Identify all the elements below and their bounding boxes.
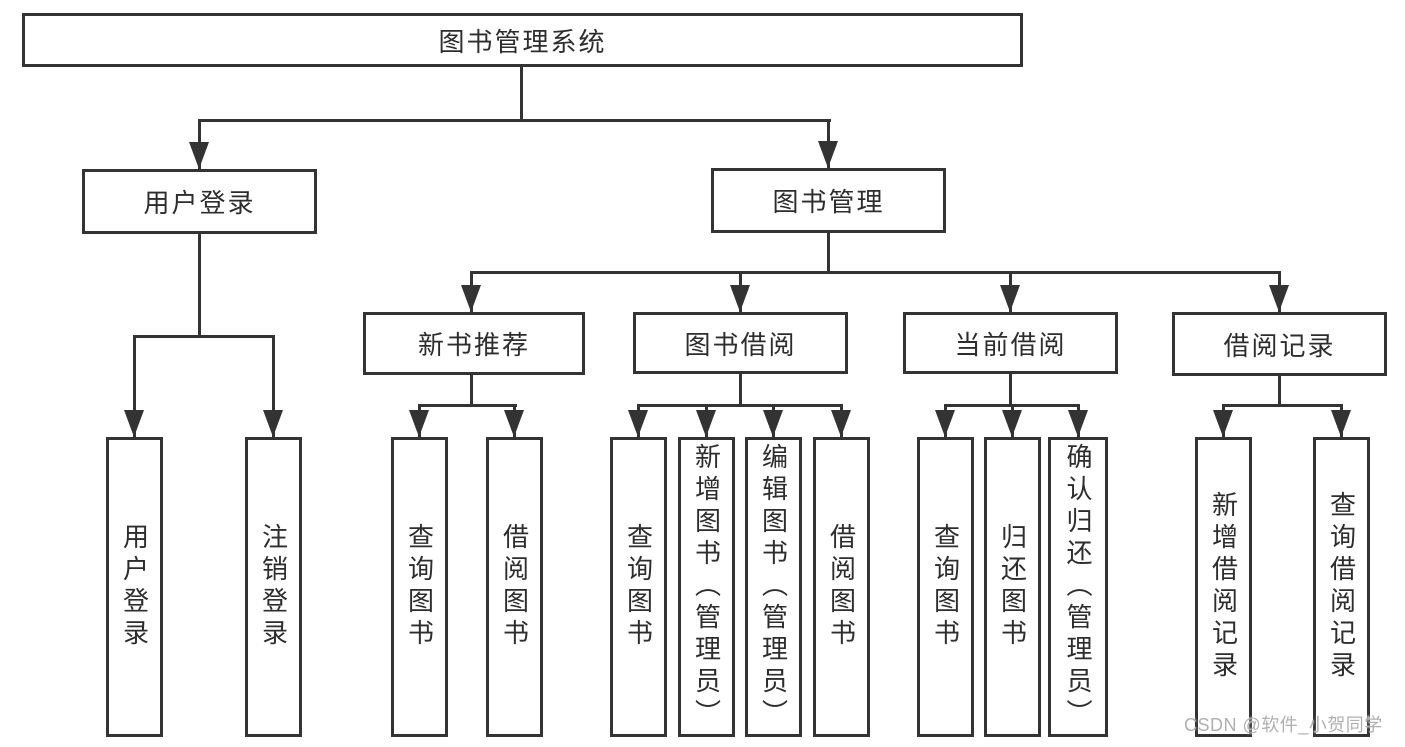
connector-drop [133, 335, 136, 437]
arrow-down-icon [1002, 410, 1022, 437]
node-label: 当前借阅 [954, 329, 1067, 360]
node-logout: 注销登录 [245, 437, 302, 737]
node-label: 图书管理 [772, 187, 885, 217]
connector-bar [418, 404, 517, 407]
arrow-down-icon [730, 285, 750, 312]
connector-bar [1222, 404, 1343, 407]
node-label: 图书借阅 [684, 329, 797, 360]
node-user-login-leaf: 用户登录 [106, 437, 163, 737]
arrow-down-icon [1000, 285, 1020, 312]
node-label: 借阅记录 [1223, 330, 1336, 361]
node-label: 注销登录 [258, 523, 289, 651]
arrow-down-icon [1331, 410, 1351, 437]
node-label: 查询图书 [623, 523, 654, 651]
node-label: 查询借阅记录 [1326, 491, 1357, 683]
node-book-borrow: 图书借阅 [633, 312, 848, 374]
node-label: 新增借阅记录 [1208, 491, 1239, 683]
connector-stem [739, 374, 742, 406]
csdn-watermark: CSDN @软件_小贺同学 [1184, 715, 1383, 735]
node-borrow-books-leaf: 借阅图书 [813, 437, 870, 737]
arrow-down-icon [831, 410, 851, 437]
connector-stem [198, 234, 201, 336]
arrow-down-icon [263, 410, 283, 437]
node-borrow-records: 借阅记录 [1172, 312, 1387, 376]
node-borrow-books-recommend: 借阅图书 [486, 437, 543, 737]
connector-bar [637, 404, 843, 407]
node-query-books-recommend: 查询图书 [391, 437, 448, 737]
node-add-borrow-record: 新增借阅记录 [1195, 437, 1252, 737]
arrow-down-icon [696, 410, 716, 437]
node-label: 新书推荐 [417, 330, 530, 360]
node-book-management: 图书管理 [711, 168, 946, 233]
node-current-borrow: 当前借阅 [903, 312, 1118, 374]
arrow-down-icon [935, 410, 955, 437]
arrow-down-icon [409, 410, 429, 437]
node-label: 借阅图书 [826, 523, 857, 651]
arrow-down-icon [461, 285, 481, 312]
node-query-borrow-record: 查询借阅记录 [1313, 437, 1370, 737]
arrow-down-icon [628, 410, 648, 437]
node-label: 用户登录 [119, 523, 150, 651]
arrow-down-icon [1269, 285, 1289, 312]
node-edit-book-admin: 编辑图书（管理员） [745, 437, 802, 737]
arrow-down-icon [763, 410, 783, 437]
node-query-books-current: 查询图书 [917, 437, 974, 737]
node-confirm-return-admin: 确认归还（管理员） [1048, 437, 1108, 737]
node-root: 图书管理系统 [22, 13, 1023, 67]
node-return-book: 归还图书 [984, 437, 1041, 737]
connector-stem [520, 67, 523, 120]
arrow-down-icon [1213, 410, 1233, 437]
node-label: 查询图书 [930, 523, 961, 651]
node-root-label: 图书管理系统 [438, 26, 607, 57]
node-query-books-borrow: 查询图书 [610, 437, 667, 737]
node-label: 编辑图书（管理员） [758, 443, 789, 731]
node-label: 归还图书 [997, 523, 1028, 651]
node-label: 查询图书 [404, 523, 435, 651]
connector-stem [1278, 376, 1281, 406]
arrow-down-icon [504, 410, 524, 437]
connector-drop [272, 335, 275, 437]
arrow-down-icon [124, 410, 144, 437]
arrow-down-icon [818, 141, 838, 168]
connector-stem [827, 233, 830, 273]
node-user-login: 用户登录 [82, 169, 317, 234]
node-new-book-recommend: 新书推荐 [363, 312, 585, 375]
node-label: 确认归还（管理员） [1063, 443, 1093, 731]
arrow-down-icon [189, 142, 209, 169]
connector-bar [198, 119, 831, 122]
arrow-down-icon [1068, 410, 1088, 437]
node-label: 新增图书（管理员） [691, 443, 722, 731]
connector-bar [470, 271, 1281, 274]
connector-bar [133, 335, 275, 338]
node-add-book-admin: 新增图书（管理员） [678, 437, 735, 737]
node-label: 用户登录 [143, 188, 256, 218]
node-label: 借阅图书 [499, 523, 530, 651]
connector-stem [470, 375, 473, 406]
connector-stem [1009, 374, 1012, 406]
